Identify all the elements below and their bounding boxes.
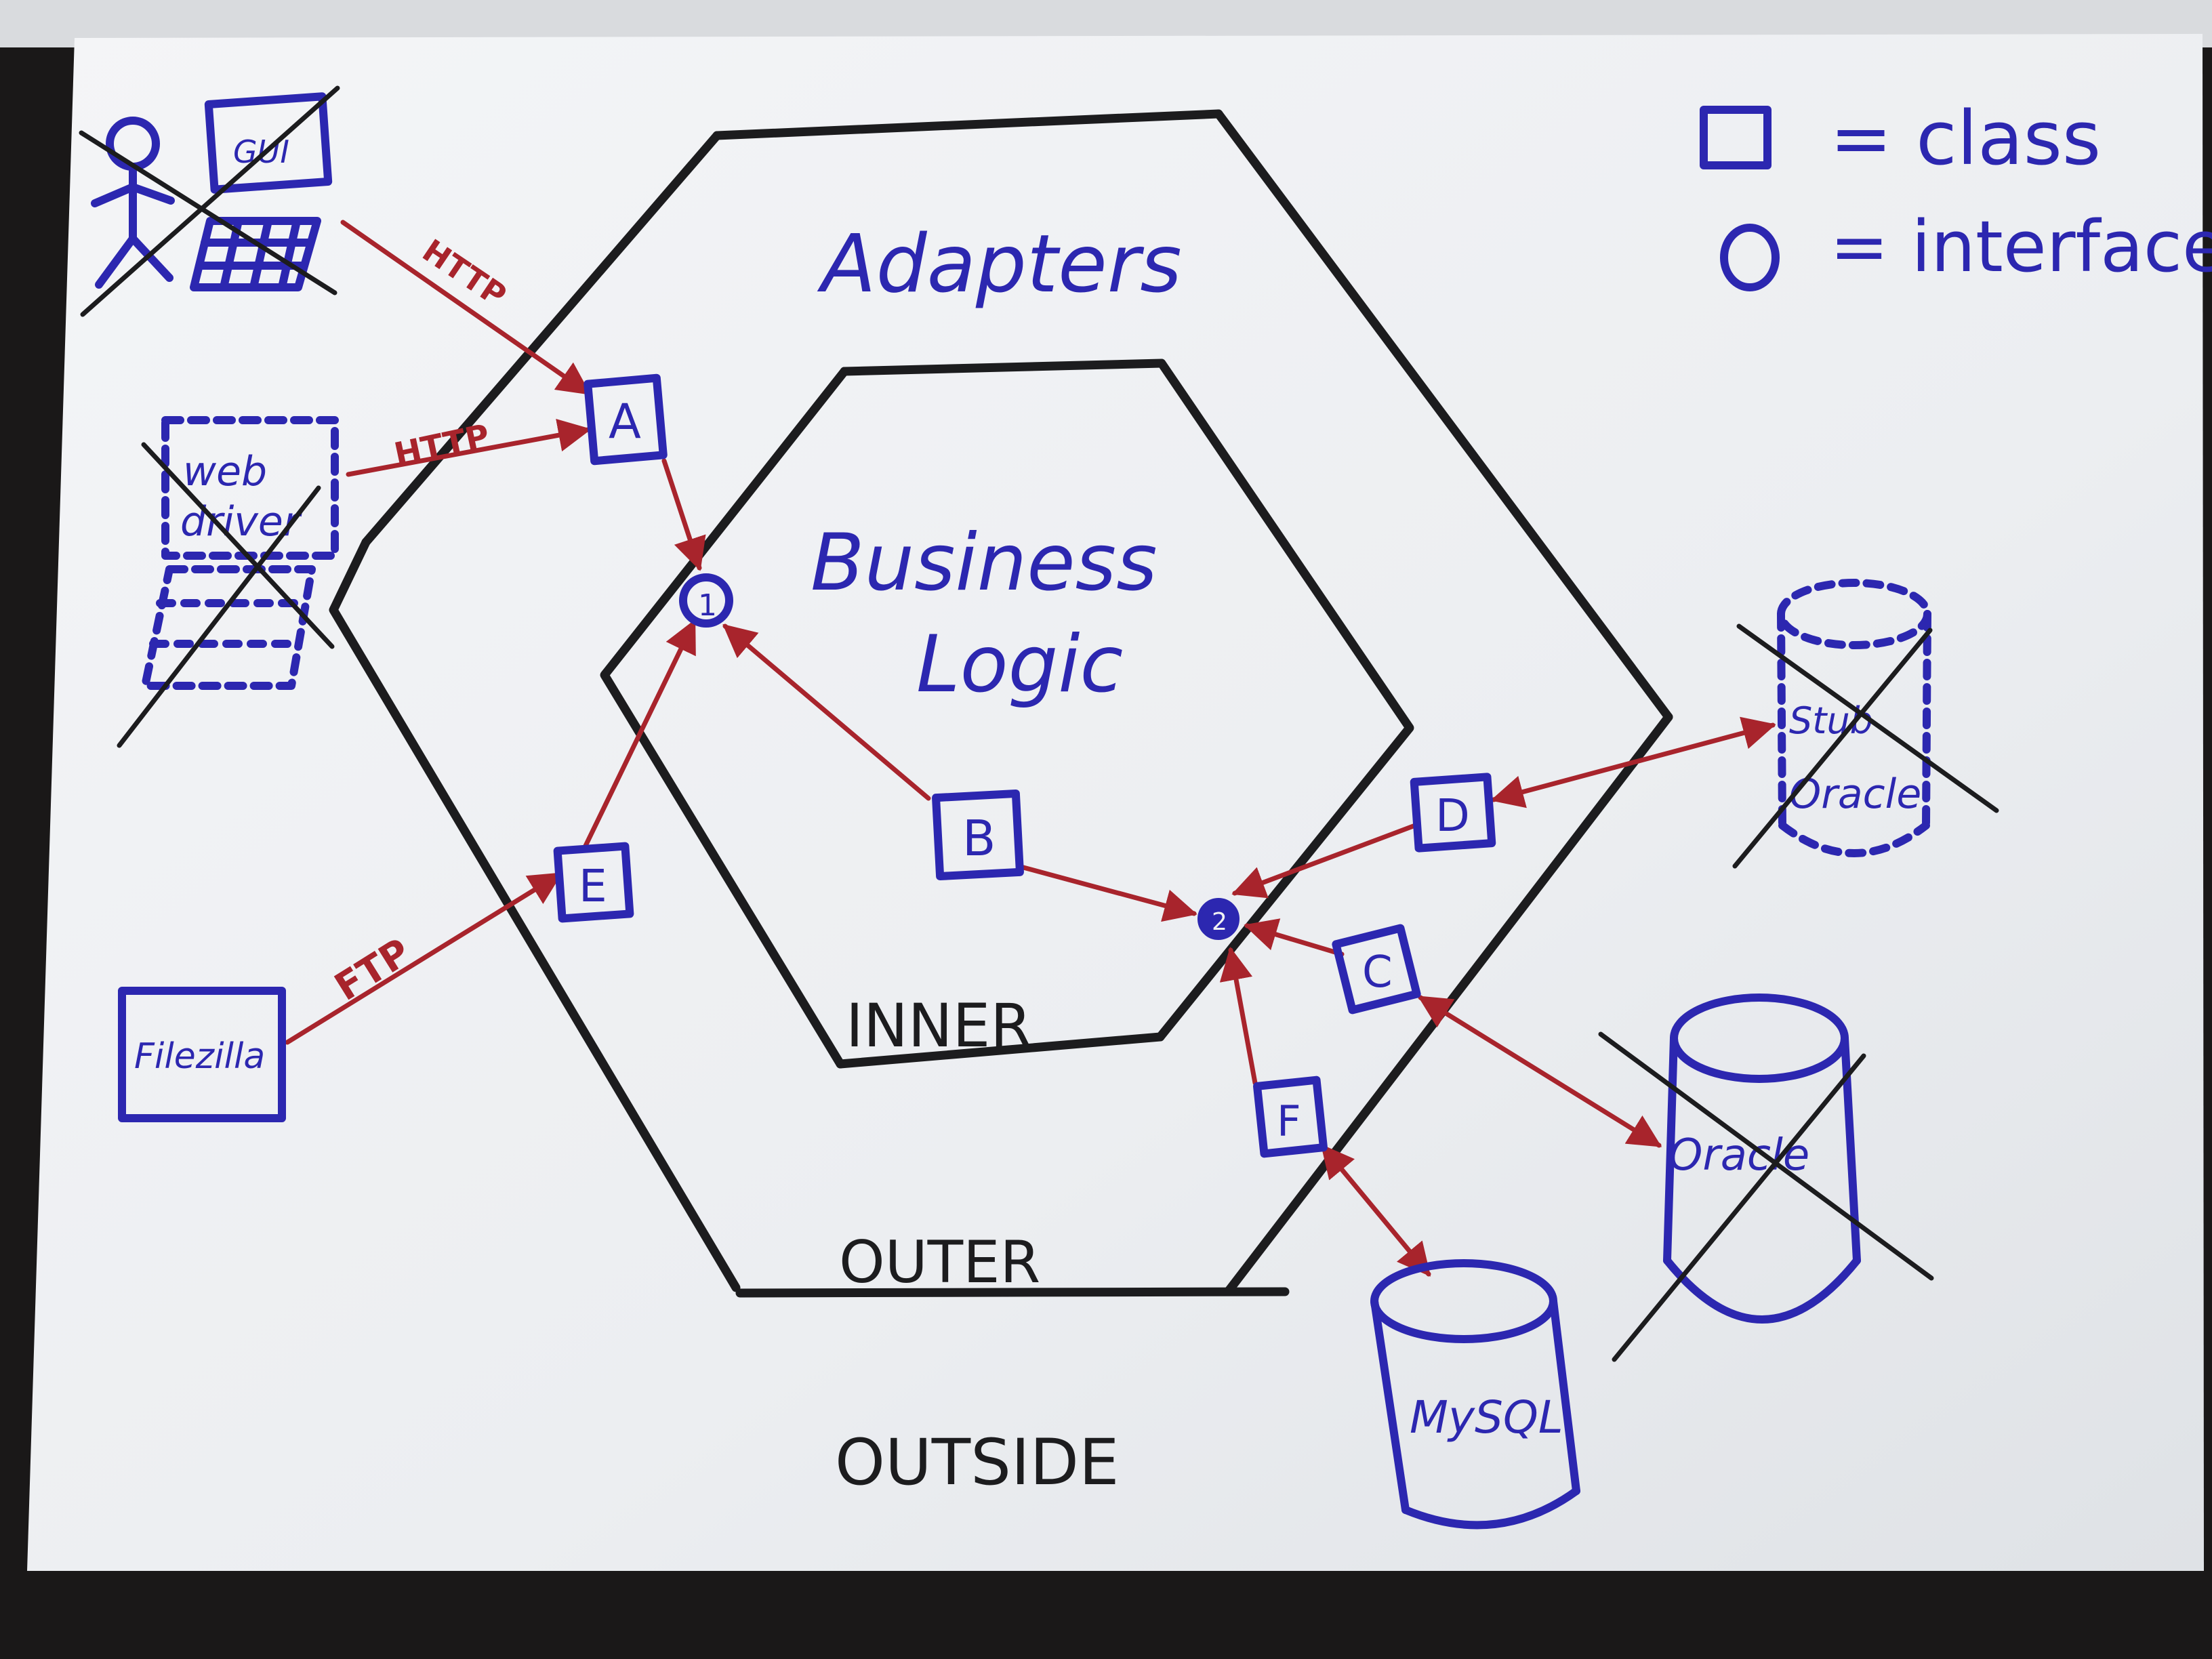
- class-a: A: [583, 373, 668, 466]
- legend-interface-circle-icon: [1720, 224, 1780, 291]
- cross-line-icon: [79, 130, 337, 295]
- filezilla-group: Filezilla: [118, 987, 286, 1122]
- class-b-label: B: [962, 810, 996, 867]
- arrow-b-to-1: [722, 623, 931, 801]
- filezilla-label: Filezilla: [134, 1036, 265, 1077]
- class-b: B: [932, 789, 1024, 881]
- web-driver-label-line1: web: [183, 448, 267, 495]
- inner-label: INNER: [846, 991, 1031, 1061]
- arrow-f-mysql: [1320, 1144, 1431, 1277]
- arrow-e-to-1: [583, 619, 697, 848]
- business-logic-label-line1: Business: [811, 517, 1158, 609]
- class-c-label: C: [1362, 947, 1393, 998]
- interface-2: 2: [1197, 898, 1240, 940]
- inner-hexagon: [600, 359, 1414, 1069]
- arrow-d-to-2: [1231, 823, 1418, 899]
- mysql-group: MySQL: [1370, 1259, 1580, 1530]
- oracle-group: Oracle: [1598, 994, 1934, 1362]
- arrow-filezilla-to-e: [285, 872, 563, 1045]
- business-logic-label-line2: Logic: [916, 619, 1123, 710]
- arrow-c-oracle: [1417, 995, 1662, 1148]
- stub-oracle-label-line2: Oracle: [1789, 771, 1921, 818]
- arrow-webdriver-to-a: [346, 418, 592, 477]
- gui-user-group: GUI: [79, 85, 340, 317]
- monitor-icon: [204, 92, 333, 194]
- interface-2-label: 2: [1212, 908, 1227, 936]
- mysql-label: MySQL: [1410, 1391, 1563, 1443]
- outer-label: OUTER: [839, 1229, 1040, 1296]
- legend-class-text: = class: [1830, 95, 2101, 182]
- class-f-label: F: [1277, 1097, 1301, 1146]
- adapters-label: Adapters: [817, 217, 1182, 310]
- class-f: F: [1253, 1076, 1328, 1158]
- connections: [285, 220, 1776, 1277]
- class-d: D: [1410, 773, 1496, 853]
- class-e-label: E: [579, 860, 607, 912]
- arrow-d-stub-oracle: [1490, 716, 1776, 808]
- arrow-a-to-1: [661, 458, 706, 571]
- arrow-c-to-2: [1244, 918, 1345, 957]
- paper-sheet: [27, 34, 2204, 1571]
- legend-class-square-icon: [1700, 106, 1771, 169]
- class-e: E: [553, 842, 634, 923]
- legend: = class = interface: [1700, 95, 2212, 291]
- interface-1-label: 1: [698, 588, 717, 623]
- class-c: C: [1332, 924, 1421, 1015]
- arrow-gui-to-a: [340, 220, 592, 396]
- filezilla-box: [118, 987, 286, 1122]
- class-d-label: D: [1435, 790, 1470, 842]
- outside-label: OUTSIDE: [835, 1426, 1119, 1500]
- class-a-label: A: [609, 394, 641, 449]
- stub-oracle-group: Stub Oracle: [1732, 579, 1999, 869]
- web-driver-group: web driver: [117, 416, 339, 748]
- legend-interface-text: = interface: [1830, 205, 2212, 288]
- arrow-f-to-2: [1219, 947, 1258, 1086]
- interface-1: 1: [679, 573, 733, 628]
- arrow-b-to-2: [1021, 865, 1197, 922]
- stub-oracle-label-line1: Stub: [1789, 699, 1873, 742]
